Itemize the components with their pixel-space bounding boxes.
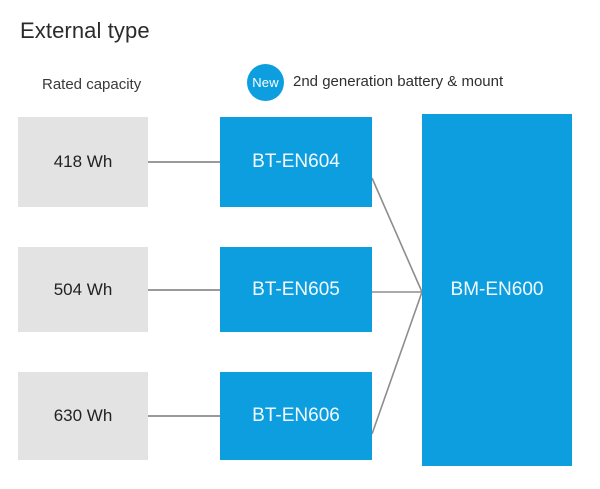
battery-box-3: BT-EN606 <box>220 372 372 460</box>
column-header-new-generation: New 2nd generation battery & mount <box>247 63 503 101</box>
connector-mount-1 <box>371 177 423 293</box>
page-title: External type <box>20 18 150 43</box>
new-badge: New <box>247 63 284 101</box>
capacity-box-2: 504 Wh <box>18 247 148 332</box>
battery-box-1: BT-EN604 <box>220 117 372 207</box>
column-header-rated-capacity: Rated capacity <box>42 76 142 93</box>
column-header-new-label: 2nd generation battery & mount <box>293 73 504 90</box>
connector-mount-3 <box>371 291 423 435</box>
capacity-box-1: 418 Wh <box>18 117 148 207</box>
battery-box-2: BT-EN605 <box>220 247 372 332</box>
mount-box: BM-EN600 <box>422 114 572 466</box>
capacity-box-3: 630 Wh <box>18 372 148 460</box>
